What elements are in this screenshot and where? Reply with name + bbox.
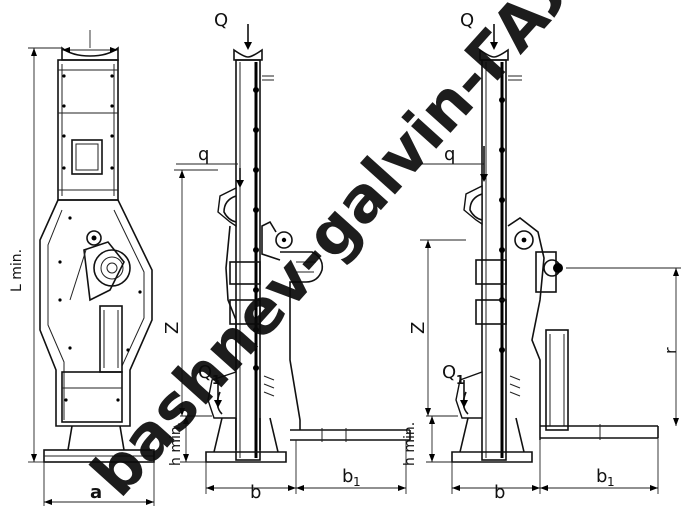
side-view-raised [451, 48, 659, 463]
base-b-right-label: b [494, 482, 505, 503]
load-arrow-right: Q [460, 10, 498, 50]
load-q-right-label: Q [460, 10, 474, 31]
side-view-lowered [205, 48, 411, 463]
length-min-label: L min. [9, 249, 25, 292]
dimension-b1-left: b 1 [296, 440, 407, 494]
dimension-h-min-right: h min. [402, 415, 458, 466]
crank-b1-left-label: b [342, 466, 353, 487]
height-min-left-label: h min. [168, 422, 184, 466]
dimension-b-left: b [205, 440, 297, 503]
crank-b1-right-label: b [596, 466, 607, 487]
toe-load-q-right: q [420, 144, 488, 182]
dimension-b1-right: b 1 [540, 438, 659, 494]
dimension-z-right: Z [408, 239, 466, 416]
lift-z-left-label: Z [162, 322, 183, 334]
base-b-left-label: b [250, 482, 261, 503]
toe-load-right-sub: 1 [456, 373, 464, 387]
dimension-h-min-left: h min. [168, 415, 212, 466]
crank-b1-left-sub: 1 [353, 475, 361, 489]
toe-load-left-sub: 1 [212, 373, 220, 387]
dimension-z-left: Z [162, 169, 218, 416]
dimension-r: r [566, 267, 681, 426]
crank-r-label: r [661, 347, 680, 354]
toe-load-q1-right: Q 1 [442, 362, 468, 408]
dimension-a: a [43, 462, 155, 506]
dimension-top-front [62, 30, 118, 53]
toe-q-left-label: q [198, 144, 209, 165]
toe-load-q-left: q [176, 144, 244, 188]
load-arrow-left: Q [214, 10, 252, 50]
height-min-right-label: h min. [402, 422, 418, 466]
crank-b1-right-sub: 1 [607, 475, 615, 489]
width-a-label: a [90, 482, 102, 503]
dimension-b-right: b [451, 438, 541, 503]
front-view [39, 46, 155, 463]
toe-load-q1-left: Q 1 [198, 362, 222, 408]
toe-load-left-label: Q [198, 362, 212, 383]
dimension-l-min: L min. [9, 47, 62, 463]
toe-q-right-label: q [444, 144, 455, 165]
toe-load-right-label: Q [442, 362, 456, 383]
lift-z-right-label: Z [408, 322, 429, 334]
load-q-left-label: Q [214, 10, 228, 31]
